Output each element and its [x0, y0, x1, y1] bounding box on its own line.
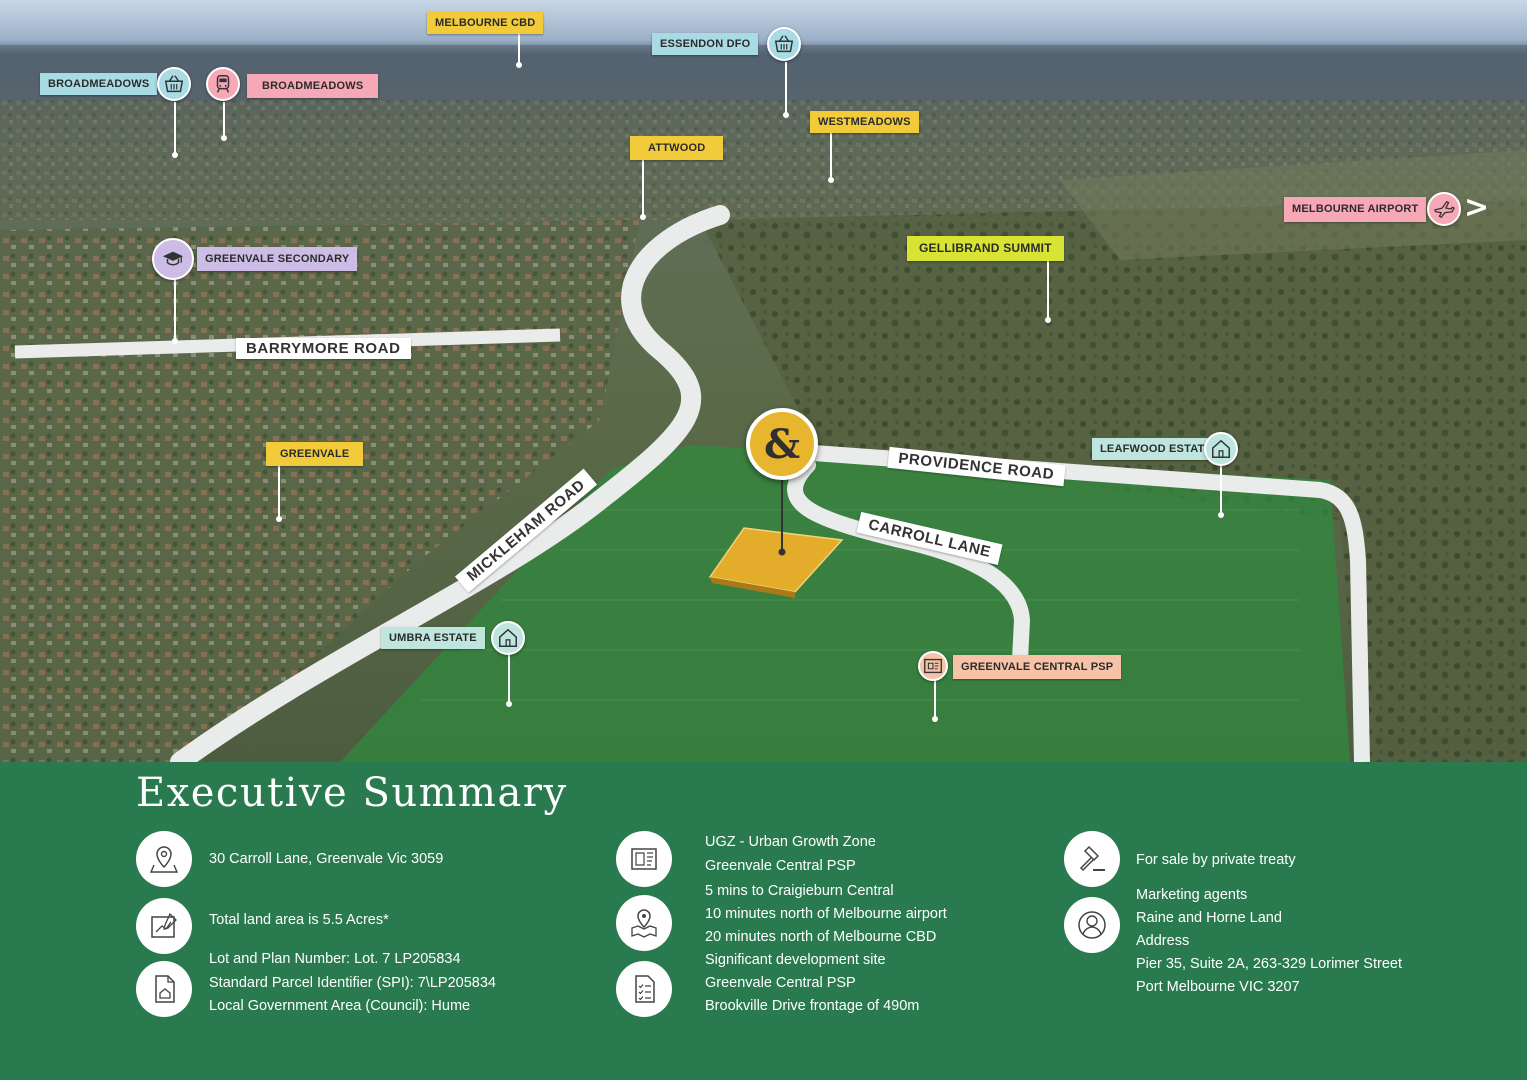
tag-melbourne-cbd: MELBOURNE CBD	[427, 12, 544, 34]
tag-westmeadows: WESTMEADOWS	[810, 111, 919, 133]
airplane-icon	[1427, 192, 1461, 226]
summary-psp-2: Greenvale Central PSP	[705, 975, 856, 991]
summary-cbd: 20 minutes north of Melbourne CBD	[705, 929, 937, 945]
summary-lot-plan: Lot and Plan Number: Lot. 7 LP205834	[209, 951, 461, 967]
blueprint-icon	[616, 831, 672, 887]
pin-line-attwood	[642, 160, 644, 215]
pin-dot-westmeadows	[828, 177, 834, 183]
providence-road	[799, 444, 1370, 762]
summary-frontage: Brookville Drive frontage of 490m	[705, 998, 920, 1014]
person-icon	[1064, 897, 1120, 953]
auction-gavel-icon	[1064, 831, 1120, 887]
mickleham-road	[170, 205, 730, 762]
pin-line-westmeadows	[830, 133, 832, 178]
summary-agents-heading: Marketing agents	[1136, 887, 1248, 903]
document-house-icon	[136, 961, 192, 1017]
pin-line-leafwood	[1220, 460, 1222, 512]
pin-dot-essendon	[783, 112, 789, 118]
train-icon	[206, 67, 240, 101]
pin-dot-cbd	[516, 62, 522, 68]
land-plan-icon	[136, 898, 192, 954]
tag-umbra-estate: UMBRA ESTATE	[381, 627, 485, 649]
summary-title: Executive Summary	[136, 770, 568, 816]
pin-dot-gellibrand	[1045, 317, 1051, 323]
summary-address-heading: Address	[1136, 933, 1190, 949]
pin-dot-greenvale-secondary	[172, 338, 178, 344]
summary-lga: Local Government Area (Council): Hume	[209, 998, 471, 1014]
house-icon	[491, 621, 525, 655]
executive-summary-panel: Executive Summary 30 Carroll Lane, Green…	[0, 762, 1527, 1080]
tag-broadmeadows-shopping: BROADMEADOWS	[40, 73, 158, 95]
tag-greenvale-central-psp: GREENVALE CENTRAL PSP	[953, 655, 1122, 679]
airport-direction-arrow: >	[1464, 190, 1490, 225]
tag-melbourne-airport: MELBOURNE AIRPORT	[1284, 197, 1427, 222]
shopping-basket-icon	[767, 27, 801, 61]
graduation-cap-icon	[152, 238, 194, 280]
summary-agency: Raine and Horne Land	[1136, 910, 1282, 926]
blueprint-icon	[918, 651, 948, 681]
road-label-barrymore: BARRYMORE ROAD	[236, 338, 411, 359]
pin-dot-umbra	[506, 701, 512, 707]
summary-significant: Significant development site	[705, 952, 886, 968]
pin-dot-leafwood	[1218, 512, 1224, 518]
subject-site-edge	[710, 577, 795, 598]
site-pin-dot	[778, 548, 786, 556]
summary-spi: Standard Parcel Identifier (SPI): 7\LP20…	[209, 975, 496, 991]
pin-line-cbd	[518, 33, 520, 63]
tag-greenvale-secondary: GREENVALE SECONDARY	[197, 247, 358, 271]
psp-green-overlay	[340, 445, 1350, 762]
pin-line-gellibrand	[1047, 260, 1049, 318]
tag-attwood: ATTWOOD	[630, 136, 724, 160]
pin-line-umbra	[508, 650, 510, 702]
pin-line-broadmeadows-station	[223, 102, 225, 137]
pin-line-broadmeadows-shop	[174, 102, 176, 154]
summary-psp: Greenvale Central PSP	[705, 858, 856, 874]
summary-agent-address-2: Port Melbourne VIC 3207	[1136, 979, 1300, 995]
map-pin-icon	[136, 831, 192, 887]
location-map-icon	[616, 895, 672, 951]
tag-broadmeadows-station: BROADMEADOWS	[247, 74, 379, 98]
house-icon	[1204, 432, 1238, 466]
pin-line-psp	[934, 680, 936, 718]
summary-craigieburn: 5 mins to Craigieburn Central	[705, 883, 894, 899]
tag-leafwood-estate: LEAFWOOD ESTATE	[1092, 438, 1220, 460]
pin-dot-greenvale	[276, 516, 282, 522]
summary-agent-address-1: Pier 35, Suite 2A, 263-329 Lorimer Stree…	[1136, 956, 1402, 972]
tag-essendon-dfo: ESSENDON DFO	[652, 33, 759, 55]
pin-dot-broadmeadows-station	[221, 135, 227, 141]
aerial-map: MELBOURNE CBD ESSENDON DFO BROADMEADOWS …	[0, 0, 1527, 762]
pin-dot-psp	[932, 716, 938, 722]
pin-dot-broadmeadows-shop	[172, 152, 178, 158]
pin-line-essendon	[785, 62, 787, 114]
tag-gellibrand-summit: GELLIBRAND SUMMIT	[907, 236, 1064, 261]
terrain-layer	[0, 45, 1527, 762]
checklist-icon	[616, 961, 672, 1017]
shopping-basket-icon	[157, 67, 191, 101]
summary-zone: UGZ - Urban Growth Zone	[705, 834, 876, 850]
summary-land-area: Total land area is 5.5 Acres*	[209, 912, 389, 928]
tag-greenvale: GREENVALE	[266, 442, 364, 466]
summary-sale: For sale by private treaty	[1136, 852, 1296, 868]
subject-site-logo-pin: &	[746, 408, 818, 480]
pin-line-greenvale-secondary	[174, 278, 176, 340]
summary-airport: 10 minutes north of Melbourne airport	[705, 906, 947, 922]
pin-dot-attwood	[640, 214, 646, 220]
pin-line-greenvale	[278, 465, 280, 517]
summary-address: 30 Carroll Lane, Greenvale Vic 3059	[209, 851, 444, 867]
